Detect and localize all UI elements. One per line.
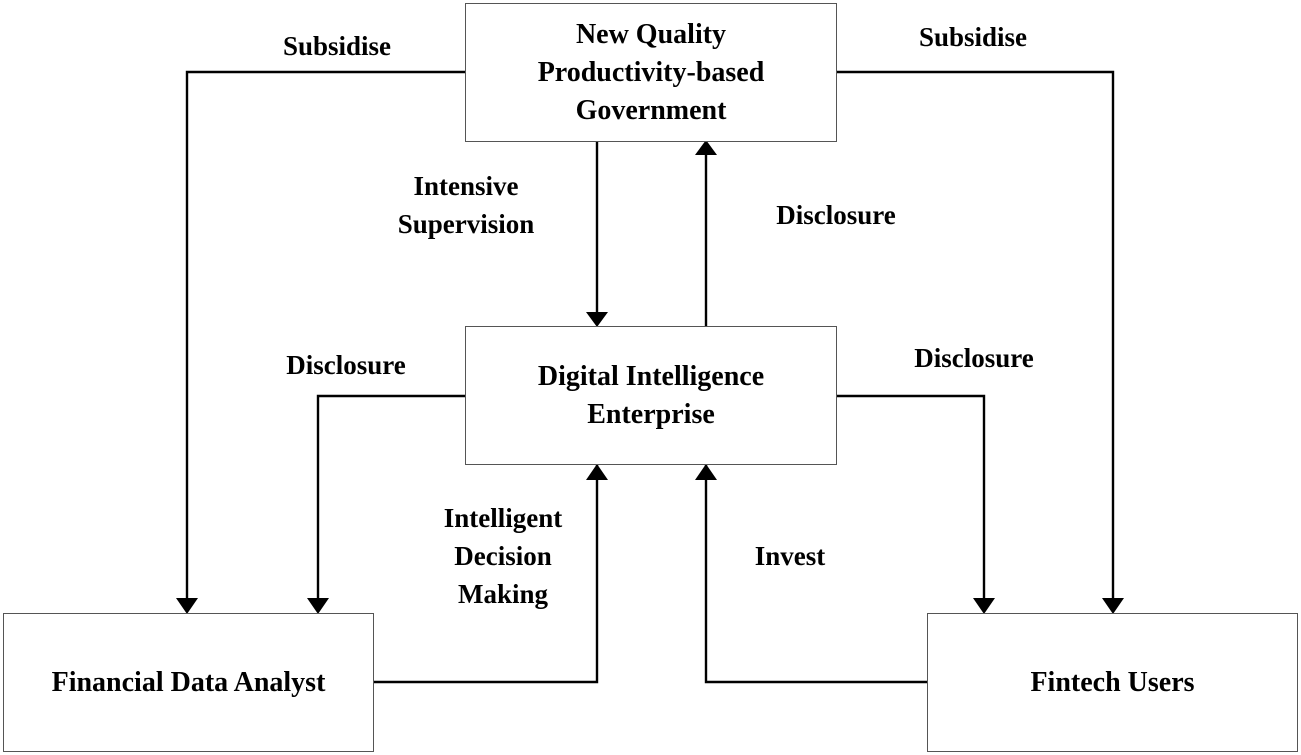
- label-disclosure-to-users: Disclosure: [894, 339, 1054, 377]
- arrowhead-down-icon: [586, 312, 608, 327]
- node-enterprise-line: Digital Intelligence: [537, 360, 765, 392]
- node-enterprise-line: Enterprise: [587, 398, 715, 430]
- label-text: Subsidise: [282, 31, 392, 61]
- label-text: Intensive: [413, 171, 519, 201]
- arrowheads: [176, 140, 1124, 614]
- arrowhead-down-icon: [1102, 598, 1124, 614]
- label-disclosure-to-government: Disclosure: [756, 196, 916, 234]
- node-government-line: New Quality: [575, 18, 727, 50]
- node-users-line: Fintech Users: [1030, 666, 1195, 698]
- edge-disclosure-to-users: [836, 394, 986, 612]
- node-enterprise: Digital Intelligence Enterprise: [465, 326, 837, 465]
- label-text: Disclosure: [776, 200, 896, 230]
- edge-intelligent-decision-making: [373, 465, 599, 684]
- node-government-line: Productivity-based: [537, 56, 765, 88]
- edge-invest: [704, 465, 928, 684]
- node-financial-data-analyst: Financial Data Analyst: [3, 613, 374, 752]
- label-text: Disclosure: [286, 350, 406, 380]
- edge-subsidise-right: [836, 70, 1115, 612]
- label-intensive-supervision: Intensive Supervision: [376, 167, 556, 243]
- node-government: New Quality Productivity-based Governmen…: [465, 3, 837, 142]
- label-invest: Invest: [730, 537, 850, 575]
- edge-disclosure-to-analyst: [316, 394, 466, 612]
- label-text: Making: [457, 579, 549, 609]
- arrowhead-up-icon: [586, 464, 608, 480]
- arrowhead-up-icon: [695, 140, 717, 155]
- arrowhead-up-icon: [695, 464, 717, 480]
- label-text: Invest: [754, 541, 826, 571]
- node-government-line: Government: [575, 94, 727, 126]
- arrowhead-down-icon: [307, 598, 329, 614]
- label-text: Intelligent: [443, 503, 563, 533]
- label-text: Subsidise: [918, 22, 1028, 52]
- label-text: Decision: [454, 541, 552, 571]
- arrowhead-down-icon: [176, 598, 198, 614]
- label-subsidise-left: Subsidise: [262, 27, 412, 65]
- arrowhead-down-icon: [973, 598, 995, 614]
- label-intelligent-decision-making: Intelligent Decision Making: [418, 499, 588, 613]
- edge-subsidise-left: [185, 70, 466, 612]
- label-text: Disclosure: [914, 343, 1034, 373]
- label-text: Supervision: [397, 209, 535, 239]
- node-analyst-line: Financial Data Analyst: [51, 666, 326, 698]
- node-fintech-users: Fintech Users: [927, 613, 1298, 752]
- label-disclosure-to-analyst: Disclosure: [266, 346, 426, 384]
- label-subsidise-right: Subsidise: [898, 18, 1048, 56]
